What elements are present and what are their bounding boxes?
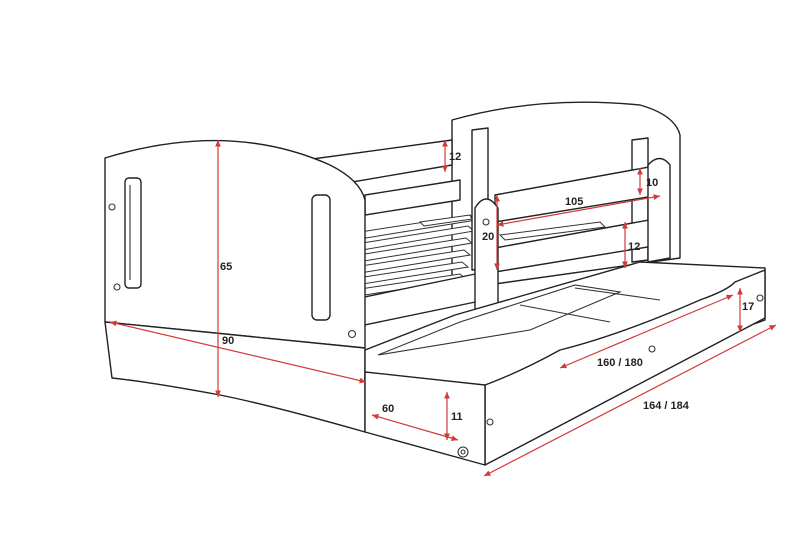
footboard-side-slot bbox=[311, 194, 331, 321]
dim-label-65: 65 bbox=[220, 261, 232, 273]
guard-end-piece bbox=[647, 157, 671, 263]
footboard-handle-slot bbox=[124, 177, 142, 289]
footboard bbox=[104, 139, 366, 349]
dim-line-105 bbox=[496, 194, 661, 227]
dim-label-164-184: 164 / 184 bbox=[643, 400, 690, 412]
drawer-wheel-hub bbox=[460, 449, 466, 455]
screw-hole bbox=[756, 294, 764, 302]
dim-label-10: 10 bbox=[646, 177, 658, 189]
guard-front-post bbox=[474, 198, 499, 311]
screw-hole bbox=[347, 329, 357, 339]
dim-label-12-top: 12 bbox=[449, 151, 461, 163]
dim-line-60 bbox=[371, 414, 459, 441]
screw-hole bbox=[648, 345, 656, 353]
dim-label-105: 105 bbox=[565, 196, 583, 208]
dim-label-11: 11 bbox=[451, 411, 463, 423]
dim-label-160-180: 160 / 180 bbox=[597, 357, 643, 369]
back-side-rail-inner bbox=[364, 179, 461, 216]
screw-hole bbox=[482, 218, 490, 226]
dim-label-60: 60 bbox=[382, 403, 394, 415]
dim-label-90: 90 bbox=[222, 335, 234, 347]
screw-hole bbox=[486, 418, 494, 426]
dim-line-164-184 bbox=[483, 324, 777, 477]
dim-label-17: 17 bbox=[742, 301, 754, 313]
dim-label-20: 20 bbox=[482, 231, 494, 243]
screw-hole bbox=[113, 283, 121, 291]
dim-line-90 bbox=[109, 320, 367, 384]
screw-hole bbox=[108, 203, 116, 211]
dim-label-12-low: 12 bbox=[628, 241, 640, 253]
